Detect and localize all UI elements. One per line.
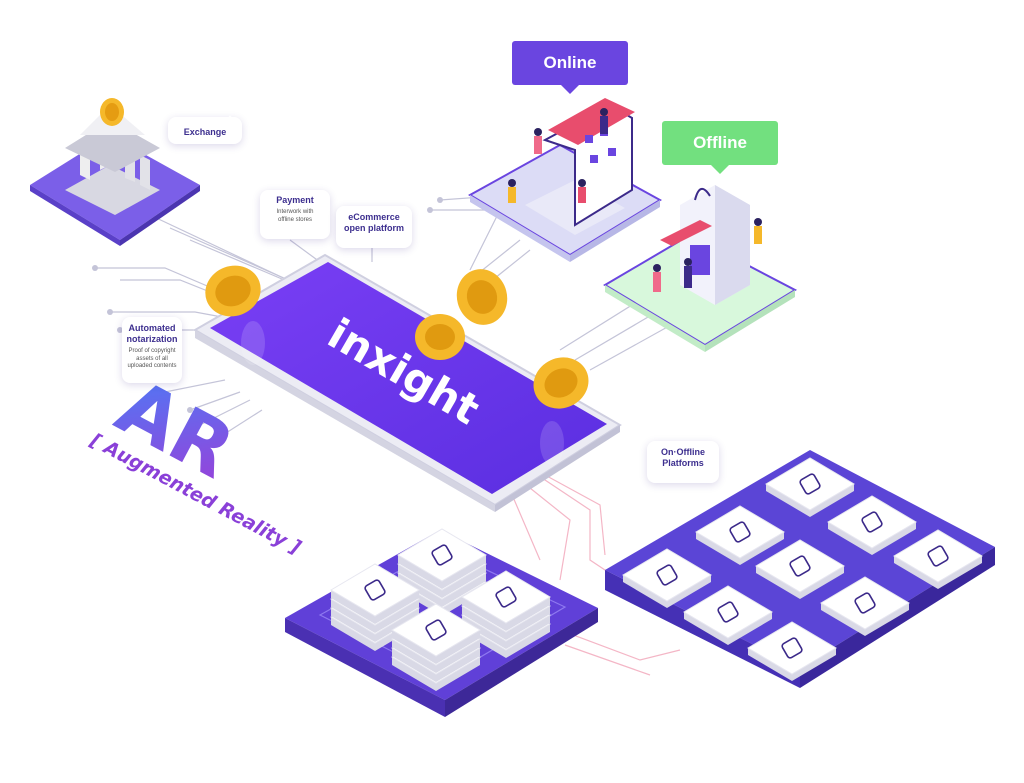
online-tag: Online [512,41,628,94]
coin-icon [456,269,508,325]
music-icon [765,457,855,517]
circuit-lines-pink [509,469,681,676]
gamepad-icon [747,621,837,681]
phone-screen [210,262,607,494]
shopper-figures-icon [508,108,608,203]
circuit-lines [95,194,681,441]
online-store-platform [468,98,662,262]
ecommerce-callout: eCommerce open platform [336,206,412,248]
coin-icon [100,98,124,126]
platforms-callout: On·Offline Platforms [647,441,719,483]
network-icon [461,570,551,658]
shopper-figures-icon [653,218,762,292]
exchange-platform [30,98,200,246]
ar-tiles [330,528,551,691]
document-icon [622,548,712,608]
exchange-callout: Exchange [168,117,242,144]
hanger-icon [695,505,785,565]
shirt-icon [893,529,983,589]
rocket-icon [755,539,845,599]
offline-store-platform [603,185,798,352]
printer-icon [683,585,773,645]
shopping-bag-building-icon [660,185,750,305]
notarization-callout: Automated notarization Proof of copyrigh… [122,317,182,383]
ar-title: AR [ Augmented Reality ] [86,362,305,559]
offline-tag: Offline [662,121,778,174]
coin-icon [415,314,465,360]
tv-icon [391,603,481,691]
wine-icon [827,495,917,555]
coin-icon [533,357,589,409]
food-icon [820,576,910,636]
coin-icon [205,265,261,317]
payment-callout: Payment Interwork with offline stores [260,190,330,239]
laptop-storefront-icon [525,98,635,235]
platform-tiles [622,457,983,681]
